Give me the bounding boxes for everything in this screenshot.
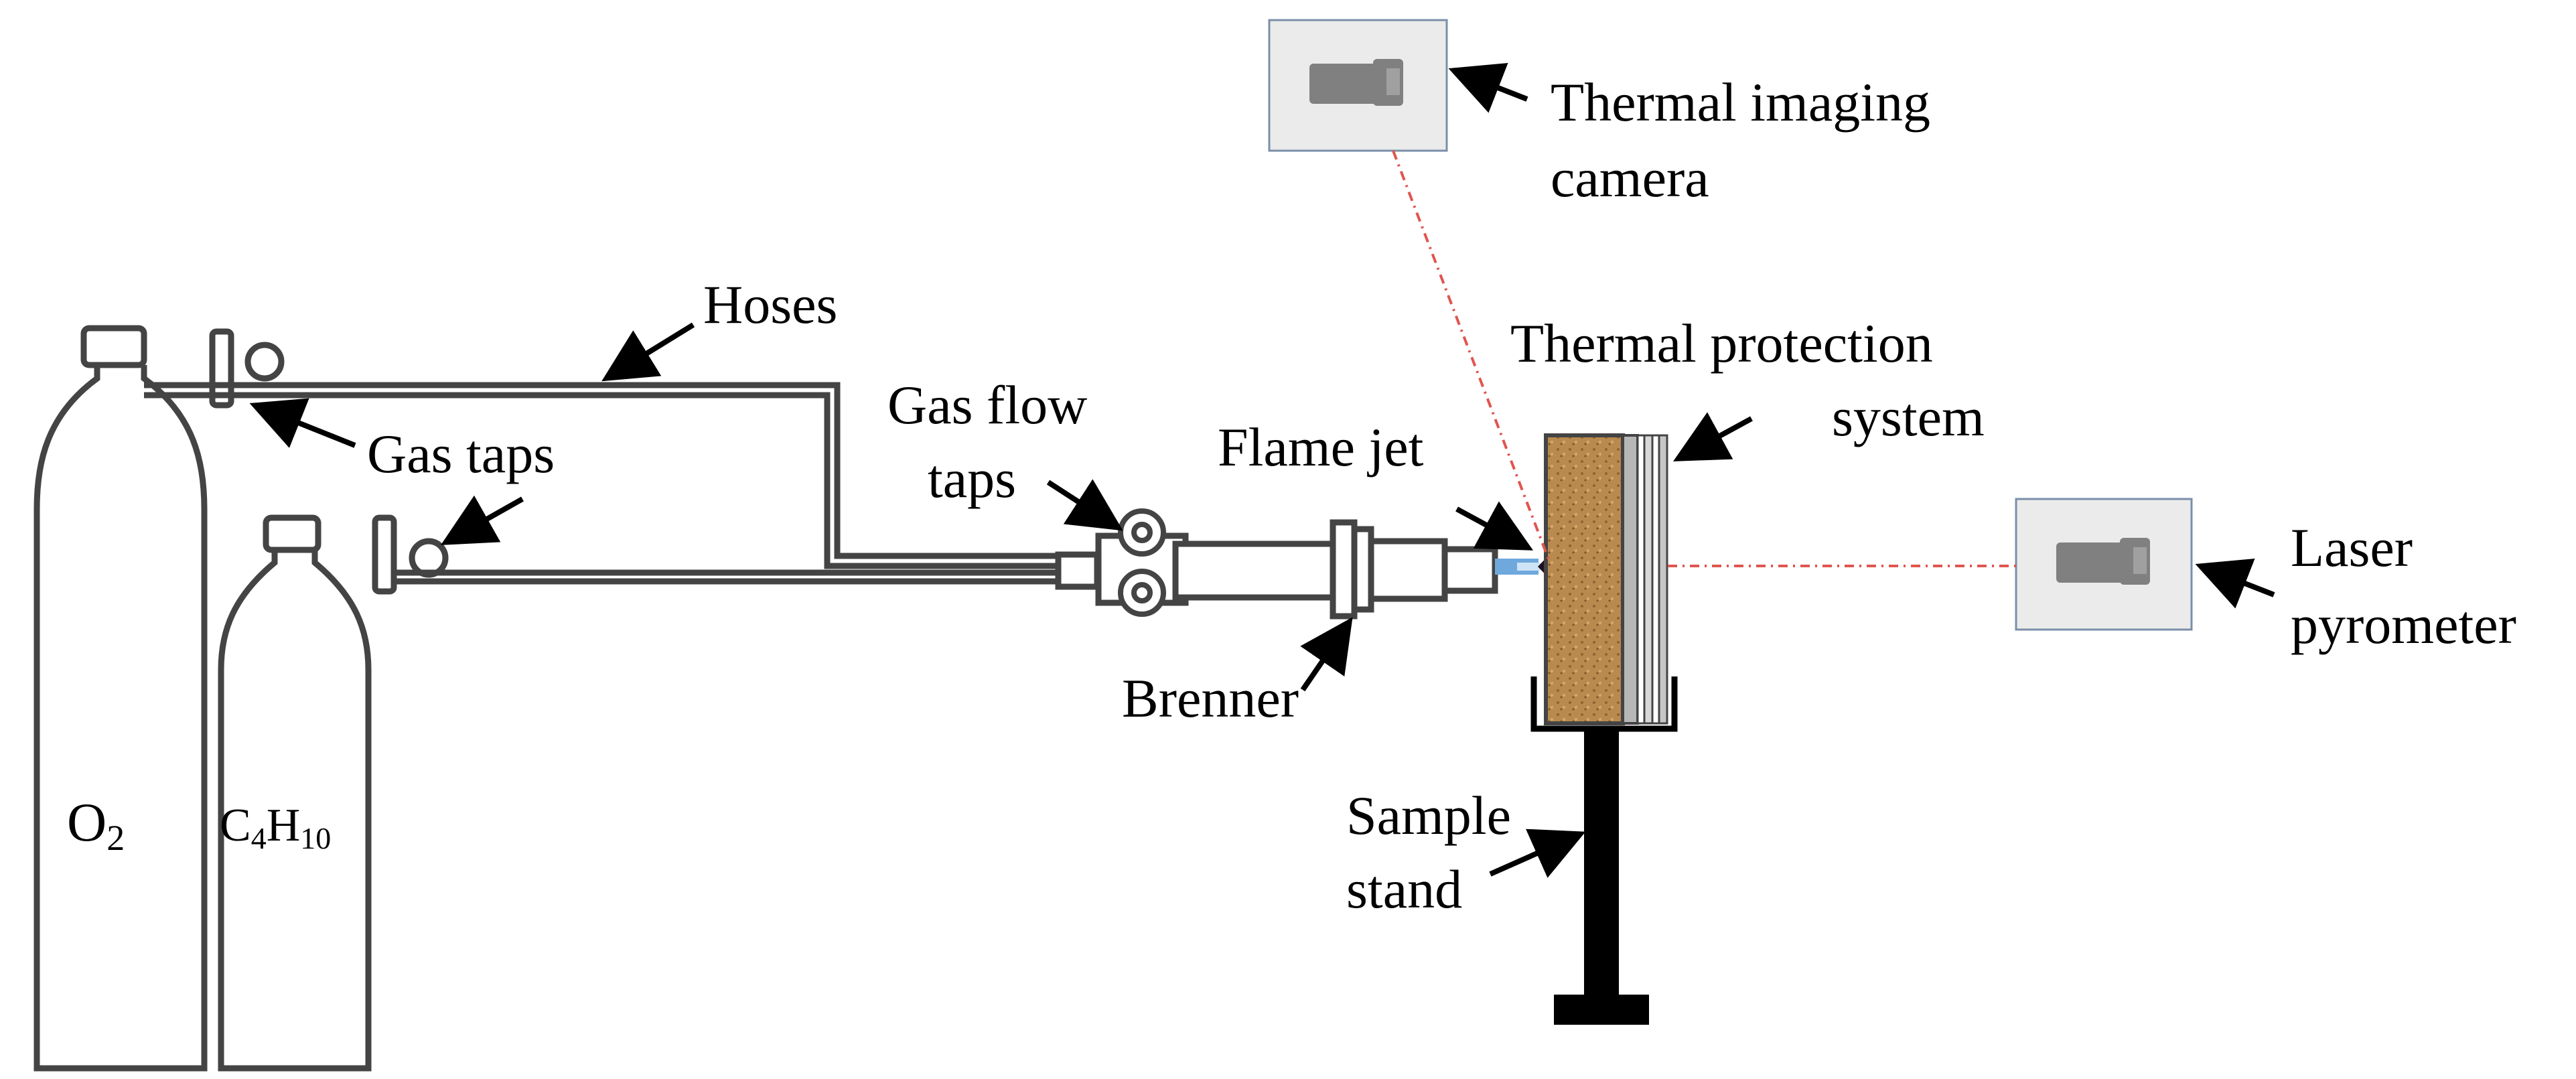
thermal-camera-arrow <box>1448 62 1528 113</box>
thermal-protection-sample <box>1544 433 1668 725</box>
hoses <box>144 382 1058 585</box>
sample-stand-arrow <box>1489 829 1586 878</box>
oxygen-gas-tap <box>209 328 285 409</box>
thermal-imaging-camera-label-line2: camera <box>1551 147 1709 208</box>
hoses-arrow <box>601 322 695 382</box>
gas-taps-label: Gas taps <box>367 423 555 484</box>
brenner-arrow <box>1300 617 1353 692</box>
laser-pyrometer <box>2015 498 2193 631</box>
sample-stand <box>1530 676 1678 1025</box>
butane-cylinder <box>218 514 372 1072</box>
laser-pyrometer-label-line1: Laser <box>2291 517 2413 578</box>
thermal-imaging-camera-label-line1: Thermal imaging <box>1551 72 1930 133</box>
gas-flow-taps-label-line1: Gas flow <box>887 374 1087 435</box>
sample-stand-label-line1: Sample <box>1346 785 1511 846</box>
gas-flow-taps-label-line2: taps <box>928 448 1016 509</box>
flame-jet-label: Flame jet <box>1218 417 1424 478</box>
tps-arrow <box>1672 412 1753 461</box>
burner-assembly <box>1055 519 1498 620</box>
oxygen-cylinder-label: O2 <box>67 792 125 858</box>
oxygen-cylinder <box>33 325 208 1072</box>
gas-taps-arrow-butane <box>441 495 524 545</box>
thermal-protection-system-label-line1: Thermal protection <box>1510 313 1933 374</box>
gas-flow-taps-arrow <box>1046 479 1123 531</box>
thermal-camera-beam <box>1392 150 1550 560</box>
thermal-imaging-camera <box>1268 19 1448 152</box>
pointer-arrows <box>249 62 2275 878</box>
gas-taps-arrow-oxygen <box>249 398 356 448</box>
gas-flow-tap-knobs <box>1118 508 1166 617</box>
camera-icon <box>1309 59 1403 106</box>
butane-cylinder-label: C4H10 <box>220 800 331 855</box>
flame-jet-arrow <box>1455 501 1534 551</box>
thermal-protection-system-label-line2: system <box>1832 386 1985 447</box>
laser-pyrometer-label-line2: pyrometer <box>2291 594 2516 655</box>
camera-icon <box>2056 538 2150 585</box>
sample-stand-label-line2: stand <box>1346 859 1462 920</box>
pyrometer-arrow <box>2195 558 2275 609</box>
brenner-label: Brenner <box>1122 668 1299 729</box>
hoses-label: Hoses <box>703 274 837 335</box>
